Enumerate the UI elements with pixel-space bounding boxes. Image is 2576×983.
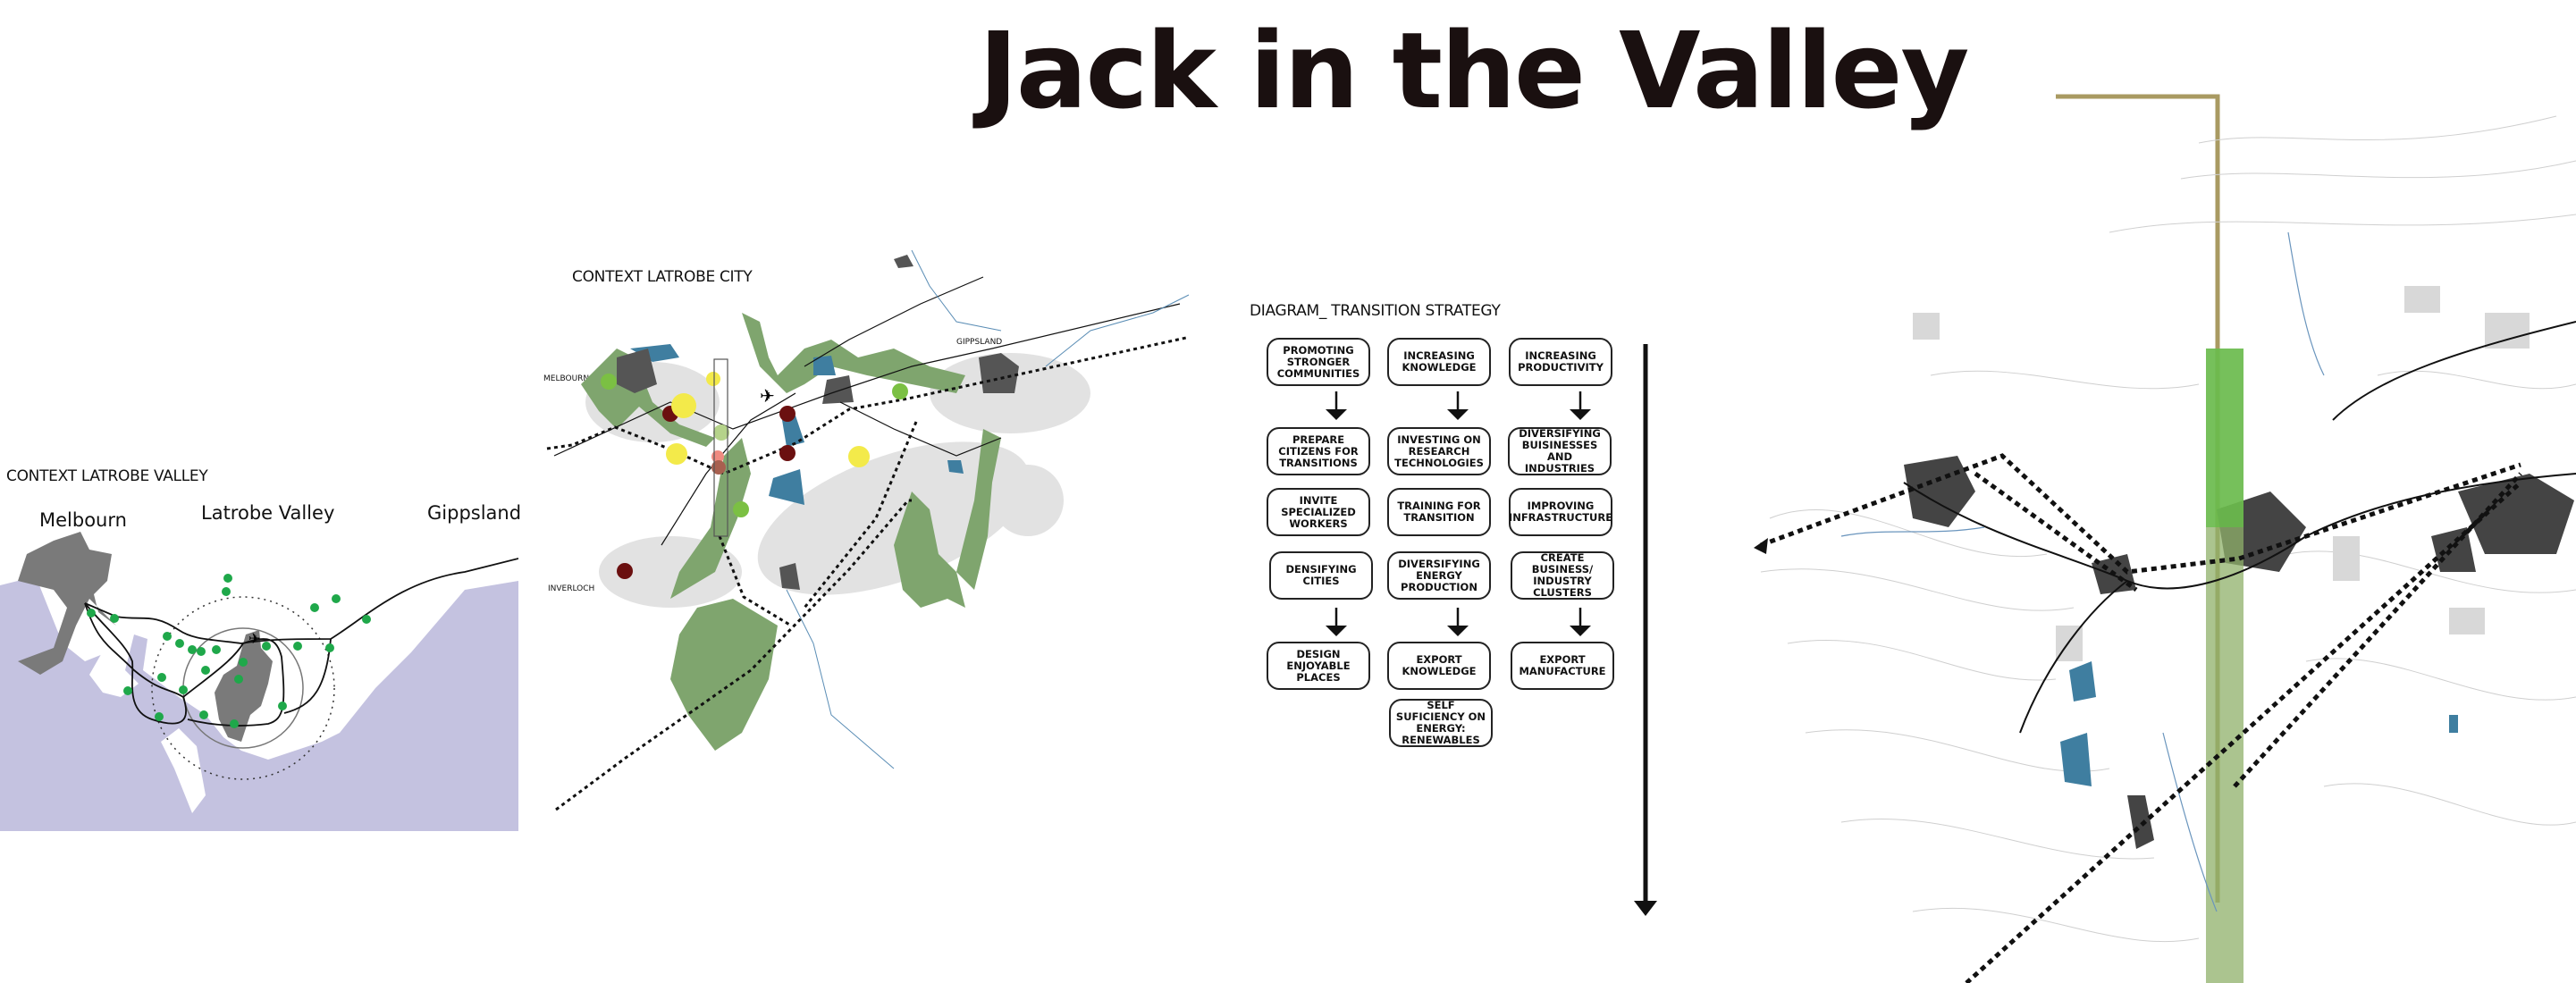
strategy-box: PROMOTING STRONGER COMMUNITIES <box>1267 338 1370 386</box>
strategy-box: DIVERSIFYING ENERGY PRODUCTION <box>1387 551 1491 600</box>
strategy-box: INCREASING KNOWLEDGE <box>1387 338 1491 386</box>
strategy-box: INVITE SPECIALIZED WORKERS <box>1267 488 1370 536</box>
city-label-melbourn: MELBOURN <box>543 374 590 383</box>
place-label-gippsland: Gippsland <box>427 502 522 524</box>
context-city-map: ✈ <box>546 250 1190 811</box>
strategy-box: TRAINING FOR TRANSITION <box>1387 488 1491 536</box>
strategy-box: INCREASING PRODUCTIVITY <box>1509 338 1612 386</box>
strategy-box: PREPARE CITIZENS FOR TRANSITIONS <box>1267 427 1370 475</box>
place-label-latrobe-valley: Latrobe Valley <box>201 502 335 524</box>
strategy-box: IMPROVING INFRASTRUCTURE <box>1509 488 1612 536</box>
strategy-box: EXPORT MANUFACTURE <box>1511 642 1614 690</box>
context-city-heading: CONTEXT LATROBE CITY <box>572 268 753 286</box>
strategy-box: INVESTING ON RESEARCH TECHNOLOGIES <box>1387 427 1491 475</box>
station-nodes <box>87 574 371 728</box>
place-label-melbourn: Melbourn <box>39 509 127 531</box>
context-valley-heading: CONTEXT LATROBE VALLEY <box>6 467 208 485</box>
diagram-heading: DIAGRAM_ TRANSITION STRATEGY <box>1250 302 1501 320</box>
airport-icon: ✈ <box>760 385 775 407</box>
strategy-box: CREATE BUSINESS/ INDUSTRY CLUSTERS <box>1511 551 1614 600</box>
strategy-box: EXPORT KNOWLEDGE <box>1387 642 1491 690</box>
city-label-inverloch: INVERLOCH <box>548 584 595 593</box>
page-title: Jack in the Valley <box>979 9 1969 132</box>
airport-icon: ✈ <box>248 630 260 647</box>
context-valley-map: ✈ <box>0 532 518 831</box>
strategy-box: DESIGN ENJOYABLE PLACES <box>1267 642 1370 690</box>
latrobe-urban-shape <box>215 630 273 742</box>
strategy-box: SELF SUFICIENCY ON ENERGY: RENEWABLES <box>1389 699 1493 747</box>
city-label-gippsland: GIPPSLAND <box>956 338 1003 347</box>
diagram-arrows <box>1326 344 1657 916</box>
melbourne-urban-shape <box>18 532 116 675</box>
site-topographic-map <box>1754 115 2576 983</box>
strategy-box: DIVERSIFYING BUISINESSES AND INDUSTRIES <box>1508 427 1612 475</box>
strategy-box: DENSIFYING CITIES <box>1269 551 1373 600</box>
